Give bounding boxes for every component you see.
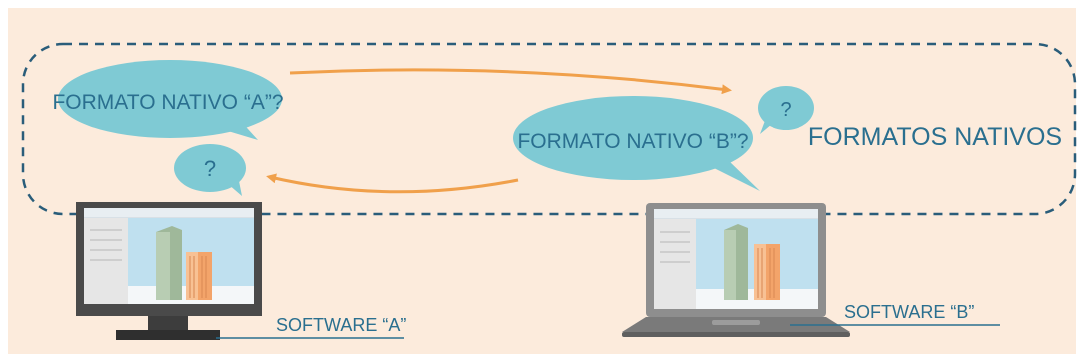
bubble-b-text: FORMATO NATIVO “B”? — [517, 130, 748, 153]
laptop — [622, 203, 850, 337]
software-a-label: SOFTWARE “A” — [276, 315, 406, 335]
question-bubble-a: ? — [174, 144, 246, 196]
native-formats-group-border — [21, 42, 1077, 216]
native-formats-label: FORMATOS NATIVOS — [808, 123, 1062, 151]
software-b-label: SOFTWARE “B” — [844, 302, 974, 322]
desktop-monitor — [76, 202, 262, 340]
arrow-a-to-b — [289, 68, 732, 95]
question-a-text: ? — [204, 156, 216, 181]
question-b-text: ? — [780, 99, 791, 121]
question-bubble-b: ? — [758, 86, 814, 134]
bubble-a-text: FORMATO NATIVO “A”? — [52, 91, 283, 114]
arrow-b-to-a — [266, 173, 519, 194]
speech-bubble-b: FORMATO NATIVO “B”? — [513, 96, 760, 191]
speech-bubble-a: FORMATO NATIVO “A”? — [52, 60, 284, 140]
